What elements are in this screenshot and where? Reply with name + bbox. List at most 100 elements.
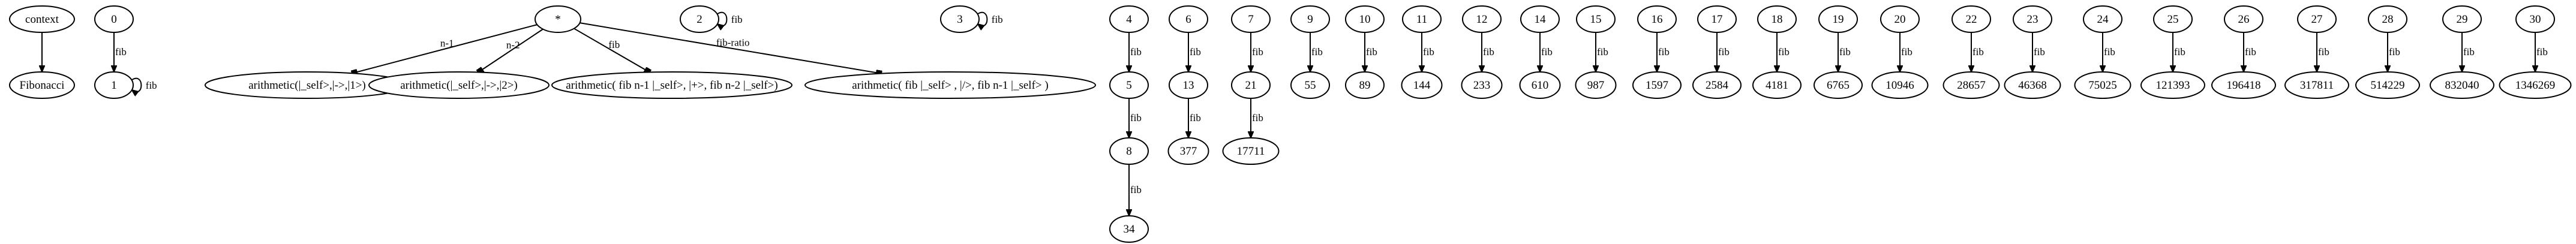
node-v1346269[interactable]: 1346269 (2499, 71, 2572, 99)
edge-n29-v832040-label: fib (2463, 46, 2475, 58)
node-v144[interactable]: 144 (1401, 71, 1443, 99)
node-v121393[interactable]: 121393 (2140, 71, 2205, 99)
node-v46368[interactable]: 46368 (2004, 71, 2061, 99)
edge-n18-v4181-label: fib (1778, 46, 1790, 58)
node-v10946[interactable]: 10946 (1871, 71, 1929, 99)
node-n17[interactable]: 17 (1697, 5, 1737, 33)
node-v233[interactable]: 233 (1461, 71, 1503, 99)
node-a1[interactable]: arithmetic(|_self>,|->,|1>) (205, 71, 410, 99)
node-v55[interactable]: 55 (1290, 71, 1330, 99)
node-context[interactable]: context (9, 5, 75, 33)
node-n20[interactable]: 20 (1880, 5, 1920, 33)
node-n6-label: 6 (1185, 13, 1191, 26)
node-n29[interactable]: 29 (2442, 5, 2482, 33)
node-v610[interactable]: 610 (1519, 71, 1561, 99)
node-n28[interactable]: 28 (2368, 5, 2407, 33)
node-n17-label: 17 (1712, 13, 1723, 26)
node-n15[interactable]: 15 (1576, 5, 1616, 33)
node-n22[interactable]: 22 (1951, 5, 1991, 33)
node-n6[interactable]: 6 (1169, 5, 1208, 33)
node-n16-shape (1637, 5, 1677, 33)
edge-n4-v5-label: fib (1130, 46, 1142, 58)
node-v6765[interactable]: 6765 (1814, 71, 1863, 99)
node-n17-shape (1697, 5, 1737, 33)
node-fibonacci[interactable]: Fibonacci (9, 71, 75, 99)
node-n27[interactable]: 27 (2297, 5, 2337, 33)
node-n1[interactable]: 1 (94, 71, 134, 99)
node-v21[interactable]: 21 (1231, 71, 1271, 99)
node-n26[interactable]: 26 (2224, 5, 2263, 33)
node-n25-shape (2153, 5, 2193, 33)
node-v10946-shape (1871, 71, 1929, 99)
node-n14[interactable]: 14 (1520, 5, 1560, 33)
node-v196418[interactable]: 196418 (2211, 71, 2276, 99)
node-v13-shape (1169, 71, 1208, 99)
node-n29-shape (2442, 5, 2482, 33)
node-n20-shape (1880, 5, 1920, 33)
edge-n9-v55-label: fib (1311, 46, 1323, 58)
edge-n12-v233-label: fib (1483, 46, 1494, 58)
node-n10[interactable]: 10 (1345, 5, 1385, 33)
node-v832040[interactable]: 832040 (2430, 71, 2494, 99)
edge-v8-v34-label: fib (1130, 184, 1142, 195)
node-n11[interactable]: 11 (1402, 5, 1442, 33)
node-n30[interactable]: 30 (2515, 5, 2555, 33)
edge-star-a2-line (478, 28, 544, 73)
node-v34[interactable]: 34 (1109, 215, 1149, 243)
node-n3[interactable]: 3 (940, 5, 980, 33)
edge-n30-v1346269-label: fib (2536, 46, 2548, 58)
node-v514229[interactable]: 514229 (2355, 71, 2420, 99)
node-n24[interactable]: 24 (2083, 5, 2122, 33)
edge-n6-v13-label: fib (1190, 46, 1201, 58)
node-a2-label: arithmetic(|_self>,|->,|2>) (400, 79, 518, 92)
node-v377[interactable]: 377 (1167, 137, 1209, 165)
node-n18[interactable]: 18 (1757, 5, 1797, 33)
node-v2584[interactable]: 2584 (1692, 71, 1742, 99)
node-v8[interactable]: 8 (1109, 137, 1149, 165)
node-v17711[interactable]: 17711 (1222, 137, 1280, 165)
node-v89[interactable]: 89 (1345, 71, 1385, 99)
node-n9[interactable]: 9 (1290, 5, 1330, 33)
node-n19[interactable]: 19 (1818, 5, 1858, 33)
edge-n28-v514229-label: fib (2389, 46, 2400, 58)
node-v13[interactable]: 13 (1169, 71, 1208, 99)
node-v196418-shape (2211, 71, 2276, 99)
edge-n24-v75025-label: fib (2104, 46, 2115, 58)
node-n2[interactable]: 2 (680, 5, 719, 33)
node-n4[interactable]: 4 (1109, 5, 1149, 33)
edge-n16-v1597-label: fib (1658, 46, 1670, 58)
node-n9-shape (1290, 5, 1330, 33)
node-n25[interactable]: 25 (2153, 5, 2193, 33)
node-v5[interactable]: 5 (1109, 71, 1149, 99)
node-v28657[interactable]: 28657 (1942, 71, 2000, 99)
node-n22-label: 22 (1966, 13, 1977, 26)
node-v377-shape (1167, 137, 1209, 165)
node-n0-label: 0 (111, 13, 117, 26)
node-n7-label: 7 (1248, 13, 1254, 26)
node-n23[interactable]: 23 (2013, 5, 2052, 33)
node-n29-label: 29 (2457, 13, 2468, 26)
node-n0-shape (94, 5, 134, 33)
node-v4181[interactable]: 4181 (1752, 71, 1802, 99)
node-a4[interactable]: arithmetic( fib |_self> , |/>, fib n-1 |… (804, 71, 1096, 99)
node-v1597[interactable]: 1597 (1632, 71, 1682, 99)
node-n24-label: 24 (2097, 13, 2109, 26)
node-n12[interactable]: 12 (1462, 5, 1502, 33)
node-a2[interactable]: arithmetic(|_self>,|->,|2>) (368, 71, 550, 99)
node-v89-label: 89 (1359, 79, 1371, 92)
node-v832040-shape (2430, 71, 2494, 99)
node-n7[interactable]: 7 (1231, 5, 1271, 33)
node-n28-shape (2368, 5, 2407, 33)
node-n0[interactable]: 0 (94, 5, 134, 33)
edge-n3-n3-label: fib (992, 14, 1003, 25)
node-n4-label: 4 (1126, 13, 1132, 26)
node-a4-shape (804, 71, 1096, 99)
node-star-shape (535, 5, 581, 33)
node-v75025[interactable]: 75025 (2074, 71, 2131, 99)
node-a3[interactable]: arithmetic( fib n-1 |_self>, |+>, fib n-… (551, 71, 792, 99)
node-n16[interactable]: 16 (1637, 5, 1677, 33)
node-v987[interactable]: 987 (1575, 71, 1617, 99)
node-v75025-shape (2074, 71, 2131, 99)
node-star[interactable]: * (535, 5, 581, 33)
node-v317811[interactable]: 317811 (2284, 71, 2349, 99)
